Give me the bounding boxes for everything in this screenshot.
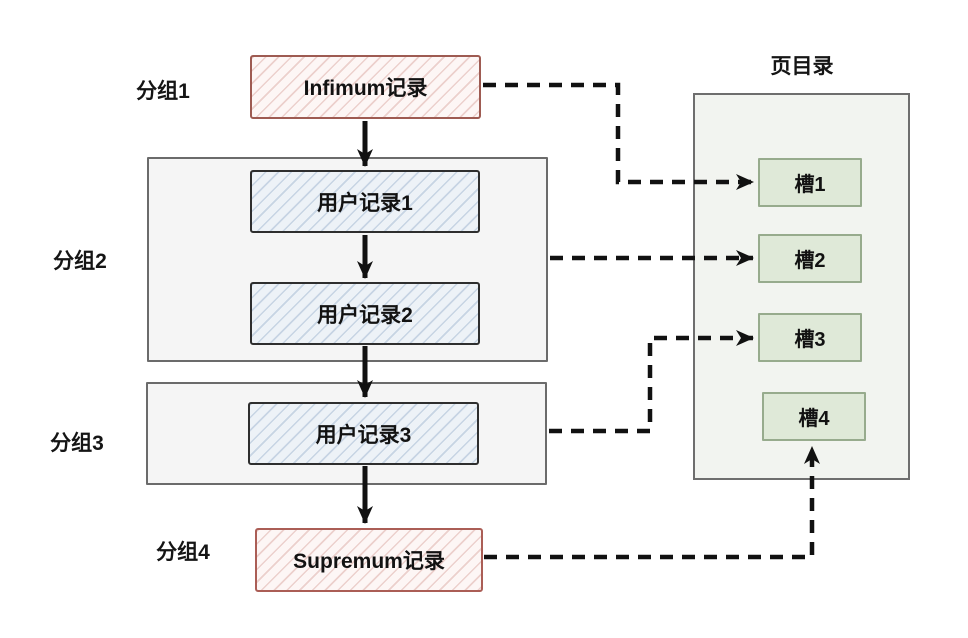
slot-3-box: 槽3 bbox=[758, 313, 862, 362]
user-record-3-box: 用户记录3 bbox=[248, 402, 479, 465]
slot-4-box: 槽4 bbox=[762, 392, 866, 441]
user-record-1-box: 用户记录1 bbox=[250, 170, 480, 233]
group2-label: 分组2 bbox=[53, 250, 107, 273]
slot-2-box: 槽2 bbox=[758, 234, 862, 283]
group3-label: 分组3 bbox=[50, 432, 104, 455]
group1-label: 分组1 bbox=[136, 80, 190, 103]
infimum-record-box: Infimum记录 bbox=[250, 55, 481, 119]
supremum-record-box: Supremum记录 bbox=[255, 528, 483, 592]
slot-1-box: 槽1 bbox=[758, 158, 862, 207]
page-directory-title: 页目录 bbox=[770, 55, 834, 78]
user-record-2-box: 用户记录2 bbox=[250, 282, 480, 345]
group4-label: 分组4 bbox=[156, 541, 210, 564]
